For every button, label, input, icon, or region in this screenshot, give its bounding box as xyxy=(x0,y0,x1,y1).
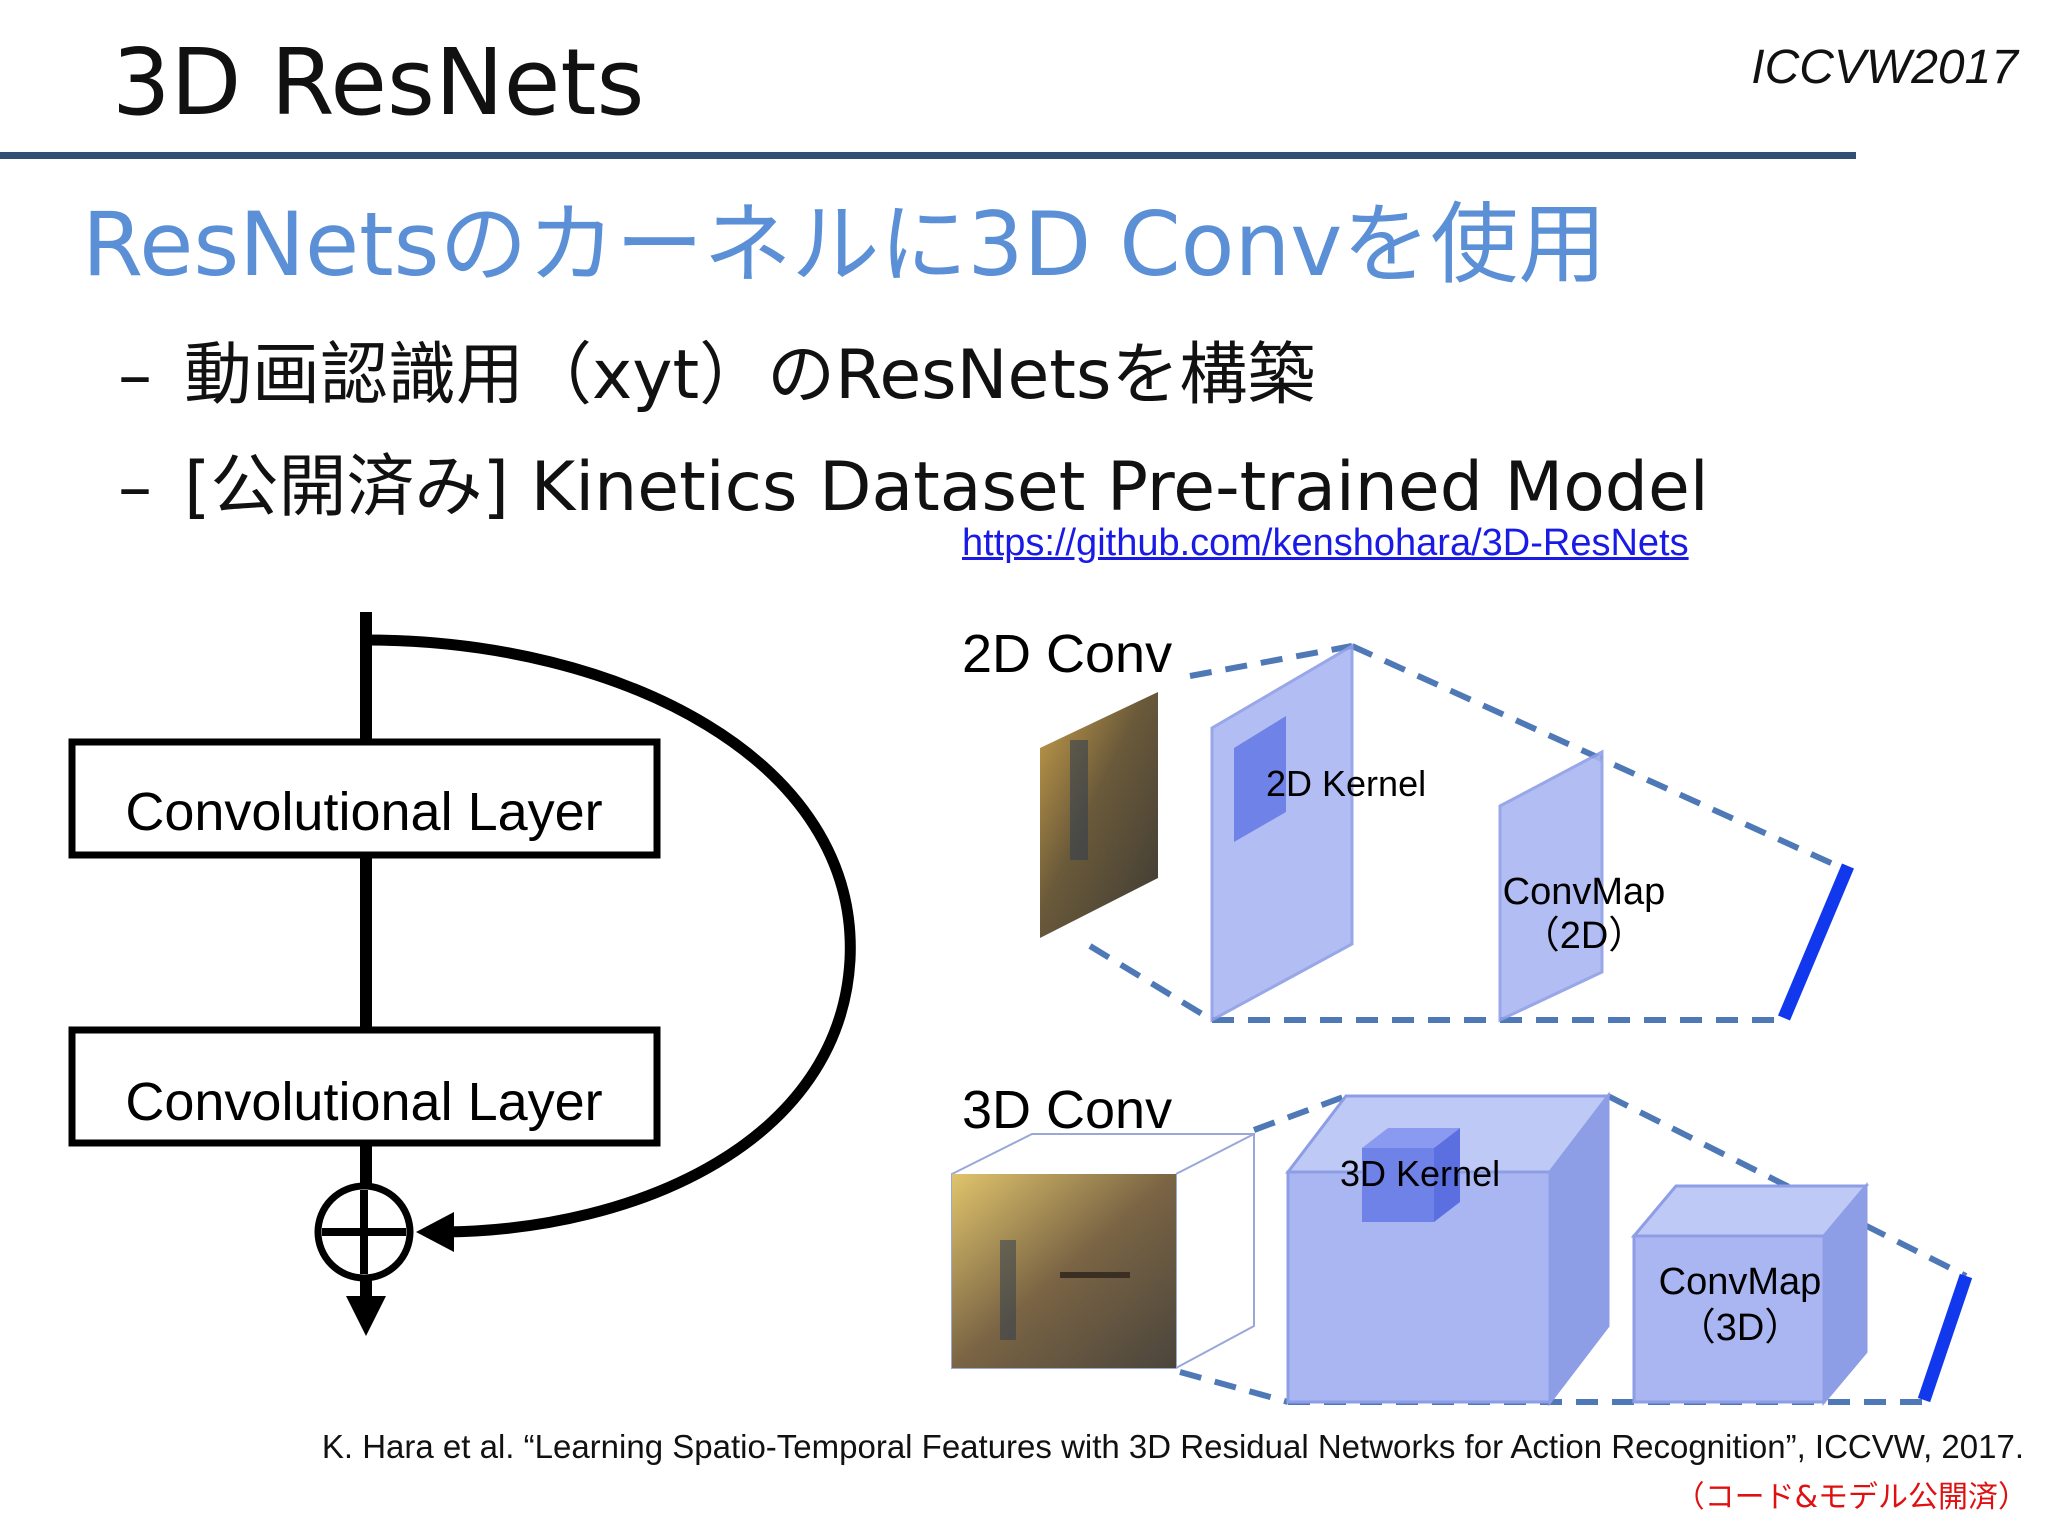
projection-line xyxy=(1189,643,1353,679)
convmap-2d-sublabel: （2D） xyxy=(1522,915,1647,957)
kernel-3d-front xyxy=(1362,1148,1434,1222)
projection-line xyxy=(1088,943,1214,1023)
code-release-note: （コード&モデル公開済） xyxy=(1674,1480,2028,1515)
kernel-3d-top xyxy=(1362,1128,1460,1148)
github-link[interactable]: https://github.com/kenshohara/3D-ResNets xyxy=(962,522,1689,564)
convmap-2d xyxy=(1498,749,1604,1023)
bullet-dash: – xyxy=(118,336,152,415)
conv-layer-label-1: Convolutional Layer xyxy=(125,782,602,842)
bullet-text: 動画認識用（xyt）のResNetsを構築 xyxy=(184,336,1316,415)
slide-title: 3D ResNets xyxy=(112,29,645,136)
kernel-2d xyxy=(1234,716,1286,842)
convmap-3d-label: ConvMap xyxy=(1659,1261,1822,1303)
conv-layer-box-2 xyxy=(68,1026,661,1147)
conv2d-diagram: 2D Conv 2D Kernel ConvMap （ xyxy=(962,624,1854,1023)
residual-block-diagram: Convolutional Layer Convolutional Layer xyxy=(68,612,856,1336)
input-featuremap-2d xyxy=(1210,643,1354,1023)
venue-label: ICCVW2017 xyxy=(1751,41,2018,94)
kernel-3d-side xyxy=(1434,1128,1460,1222)
bullet-item: –動画認識用（xyt）のResNetsを構築 xyxy=(118,334,1315,418)
convmap-3d-sublabel: （3D） xyxy=(1678,1307,1803,1349)
table-shape xyxy=(1060,1272,1130,1278)
kernel-3d-label: 3D Kernel xyxy=(1340,1153,1500,1194)
title-divider xyxy=(0,152,1856,159)
citation: K. Hara et al. “Learning Spatio-Temporal… xyxy=(321,1428,2024,1465)
kernel-2d-label: 2D Kernel xyxy=(1266,763,1426,804)
conv3d-diagram: 3D Conv 3D Kernel ConvMap （3D） xyxy=(951,1080,1973,1407)
skip-arrowhead xyxy=(416,1212,454,1252)
conv3d-label: 3D Conv xyxy=(962,1080,1172,1140)
cube-edge xyxy=(1175,1133,1255,1175)
input-frame-2d xyxy=(1040,692,1158,938)
person-silhouette-2d xyxy=(1070,740,1088,860)
person-silhouette-3d xyxy=(1000,1240,1016,1340)
bullet-text: [公開済み] Kinetics Dataset Pre-trained Mode… xyxy=(184,448,1709,527)
projection-line xyxy=(1179,1369,1289,1405)
convmap-cube-front xyxy=(1632,1234,1826,1404)
conv-layer-label-2: Convolutional Layer xyxy=(125,1072,602,1132)
conv2d-label: 2D Conv xyxy=(962,624,1172,684)
output-arrowhead xyxy=(346,1296,386,1336)
output-vector-2d xyxy=(1778,863,1854,1021)
bullet-dash: – xyxy=(118,448,152,527)
projection-line xyxy=(1252,1093,1348,1133)
bullet-item: –[公開済み] Kinetics Dataset Pre-trained Mod… xyxy=(118,446,1709,530)
skip-connection-arrow xyxy=(365,634,856,1238)
input-frame-3d xyxy=(952,1174,1176,1368)
slide-headline: ResNetsのカーネルに3D Convを使用 xyxy=(82,193,1607,296)
output-vector-3d xyxy=(1917,1273,1973,1403)
convmap-2d-label: ConvMap xyxy=(1503,871,1666,913)
